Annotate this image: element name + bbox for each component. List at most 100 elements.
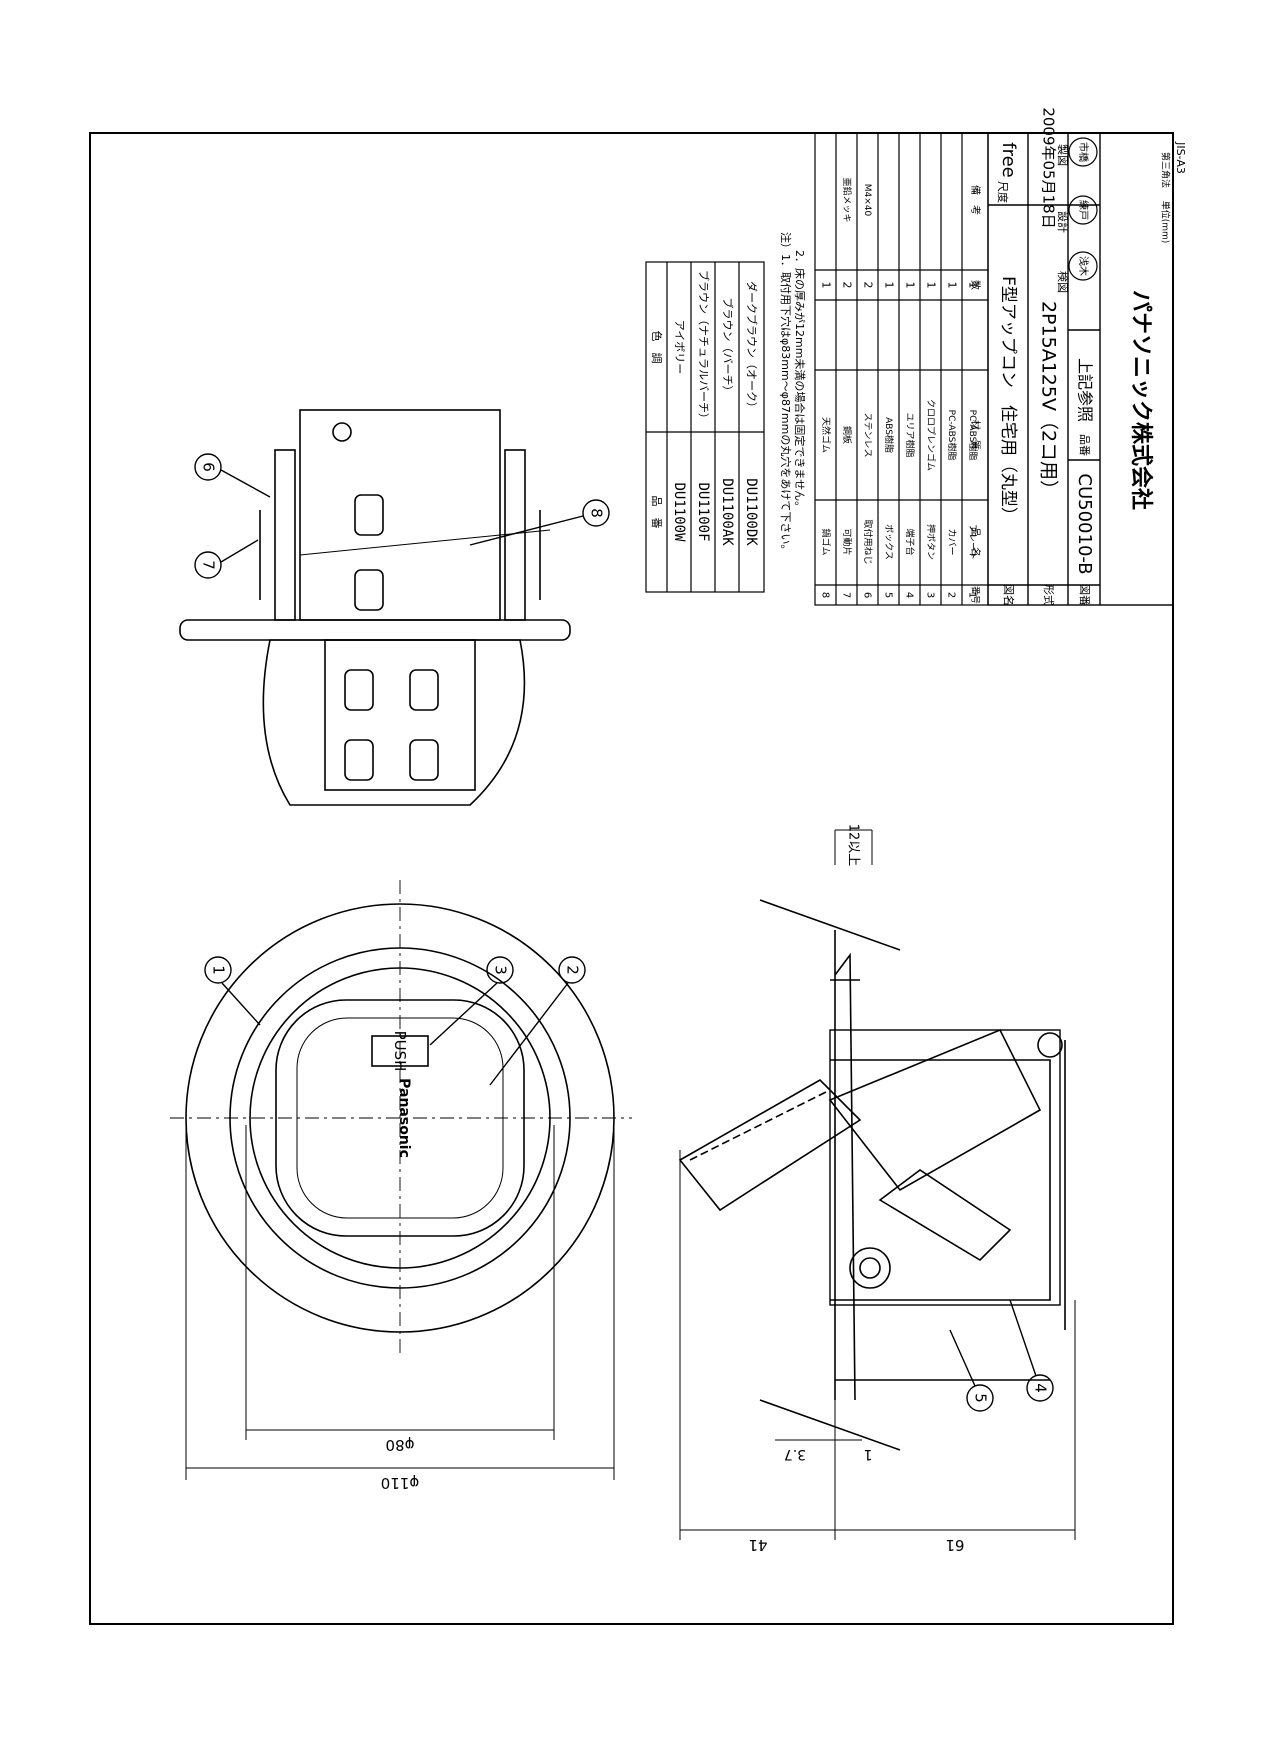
parts-row-no: 3	[925, 592, 936, 598]
parts-header-name: 品 名	[969, 527, 982, 557]
dim-outer-diameter: φ110	[381, 1474, 420, 1492]
parts-row-material: PC-ABS樹脂	[946, 410, 958, 461]
parts-row-material: 天然ゴム	[820, 417, 832, 453]
parts-header-remark: 備 考	[969, 185, 982, 215]
parts-row-no: 6	[862, 592, 873, 598]
parts-row-name: ボックス	[883, 524, 894, 560]
parts-row-material: ABS樹脂	[883, 417, 895, 453]
parts-header-material: 材 質	[969, 420, 982, 450]
drawing-no: CU50010-B	[1074, 473, 1095, 574]
parts-row-material: ステンレス	[862, 412, 873, 457]
push-button-box	[371, 1035, 429, 1067]
drawing-date: 2009年05月18日	[1040, 107, 1058, 228]
parts-row-no: 5	[883, 592, 894, 598]
balloon-markers-top	[204, 956, 586, 1086]
balloon-2: 2	[564, 965, 582, 975]
parts-row-qty: 1	[925, 282, 938, 289]
parts-row-no: 8	[820, 592, 831, 598]
parts-row-material: PC-ABS樹脂	[967, 410, 979, 461]
parts-row-no: 1	[967, 592, 978, 598]
note-2: 2．床の厚みが12mm未満の場合は固定できません。	[793, 250, 807, 512]
parts-row-qty: 2	[841, 282, 854, 289]
scale-value: free	[998, 142, 1019, 178]
dim-41: 41	[748, 1536, 767, 1554]
parts-row-qty: 1	[883, 282, 896, 289]
top-view-dimensions	[185, 1125, 615, 1480]
balloon-3: 3	[492, 965, 510, 975]
dim-3-7: 3.7	[784, 1446, 806, 1462]
parts-row-material: クロロプレンゴム	[925, 399, 937, 471]
product-no: 上記参照	[1076, 358, 1095, 422]
parts-row-name: 端子台	[904, 528, 916, 555]
parts-row-no: 4	[904, 592, 915, 598]
title-type: 2P15A125V（2コ用）	[1038, 301, 1060, 499]
label-scale: 尺度	[996, 181, 1010, 203]
color-row-color-4: ダークブラウン（オーク）	[745, 281, 759, 413]
parts-header-no: 番号	[970, 586, 982, 604]
parts-row-no: 7	[841, 592, 852, 598]
parts-row-name: プレート	[967, 524, 978, 560]
approval-stamps	[1068, 137, 1098, 281]
label-type: 形式	[1042, 584, 1055, 606]
top-view	[170, 880, 632, 1355]
title-block	[987, 132, 1174, 606]
section-view	[678, 899, 1066, 1451]
label-name: 図名	[1002, 584, 1016, 606]
dim-1: 1	[864, 1446, 873, 1462]
label-design: 設計	[1056, 211, 1070, 233]
parts-row-qty: 1	[904, 282, 917, 289]
title-name: F型アップコン 住宅用（丸型）	[998, 276, 1018, 524]
balloon-1: 1	[210, 965, 228, 975]
color-row-code-2: DU1100F	[695, 482, 711, 541]
color-row-color-3: ブラウン（バーチ）	[721, 298, 735, 397]
parts-row-qty: 1	[946, 282, 959, 289]
parts-row-name: 取付用ねじ	[862, 519, 873, 564]
balloon-7: 7	[200, 560, 218, 570]
parts-row-remark: 亜鉛メッキ	[841, 177, 853, 222]
color-row-code-3: DU1100AK	[719, 478, 735, 546]
color-row-color-1: アイボリー	[673, 320, 686, 374]
parts-row-name: 押ボタン	[925, 524, 937, 560]
color-table-header-code: 品 番	[650, 496, 663, 529]
color-row-color-2: ブラウン（ナチュラルバーチ）	[697, 270, 711, 424]
label-drawing-no: 図番	[1078, 584, 1091, 606]
note-1: 注）1．取付用下穴はφ83mm～φ87mmの丸穴をあけて下さい。	[779, 232, 793, 555]
dim-61: 61	[945, 1536, 964, 1554]
stamp-design: 練戸	[1077, 200, 1090, 220]
parts-row-name: 可動片	[841, 528, 853, 555]
push-label: PUSH	[391, 1031, 409, 1072]
color-table	[645, 261, 765, 593]
dim-12: 12以上	[846, 824, 861, 867]
stamp-draw: 市橋	[1077, 142, 1090, 162]
parts-row-no: 2	[946, 592, 957, 598]
parts-row-qty: 1	[820, 282, 833, 289]
label-draw: 製図	[1056, 144, 1070, 166]
parts-header-qty: 数	[969, 280, 982, 290]
parts-row-qty: 1	[967, 282, 980, 289]
parts-row-material: 鋼板	[841, 426, 853, 444]
color-row-code-4: DU1100DK	[743, 478, 759, 546]
balloon-8: 8	[588, 508, 606, 518]
sheet-border	[89, 132, 1174, 1625]
color-row-code-1: DU1100W	[671, 482, 687, 542]
parts-row-name: 鍋ゴム	[820, 528, 832, 555]
color-table-header-color: 色 調	[650, 331, 664, 364]
stamp-check: 浅木	[1077, 256, 1090, 276]
label-check: 検図	[1056, 271, 1070, 293]
projection-label: 第三角法	[1160, 152, 1172, 188]
balloon-6: 6	[200, 462, 218, 472]
company-name: パナソニック株式会社	[1128, 290, 1154, 510]
balloon-5: 5	[972, 1393, 990, 1403]
parts-row-name: カバー	[946, 528, 957, 555]
dim-inner-diameter: φ80	[386, 1436, 415, 1454]
parts-row-remark: M4×40	[862, 184, 872, 217]
parts-table	[814, 132, 989, 606]
parts-row-material: ユリア樹脂	[904, 412, 916, 457]
section-dimensions	[679, 829, 1076, 1540]
label-product-no: 品番	[1078, 434, 1091, 456]
unit-label: 単位(mm)	[1160, 201, 1172, 244]
balloon-markers-section	[949, 1299, 1054, 1412]
parts-row-qty: 2	[862, 282, 875, 289]
side-view	[179, 409, 571, 806]
